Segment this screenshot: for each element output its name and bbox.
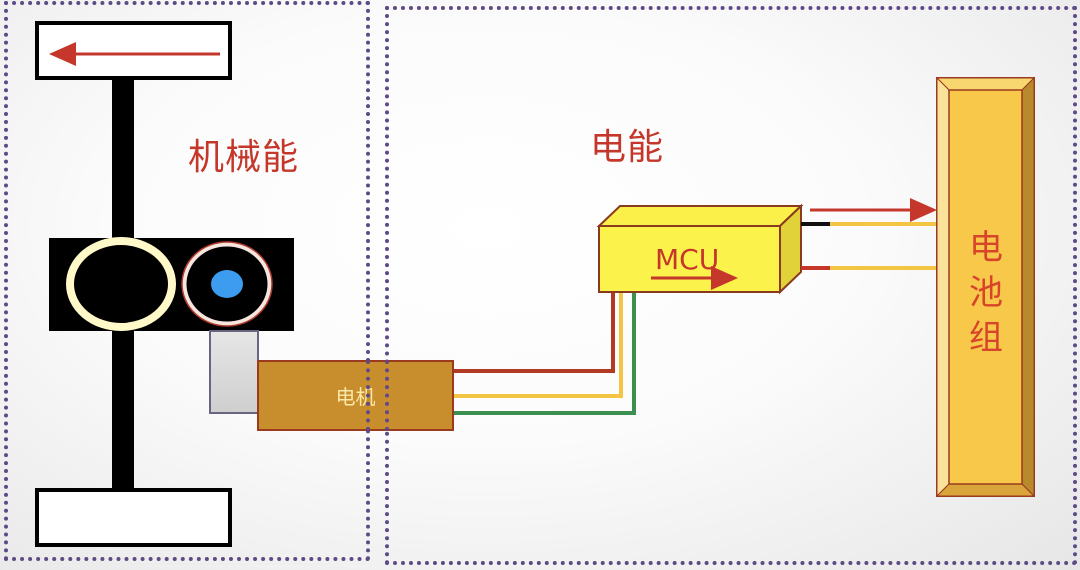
top-wheel [35,21,232,80]
mcu-to-motor-wires [454,290,636,415]
gear-hub [211,270,243,298]
battery-pack [935,76,1036,498]
mechanical-energy-label: 机械能 [188,137,300,178]
zone-divider-overlay [366,360,370,431]
battery-label: 电 池 组 [966,226,1006,361]
motor-coupler [209,330,259,414]
mcu-label: MCU [655,243,720,276]
battery-label-char: 电 [969,228,1003,268]
bottom-wheel [35,488,232,547]
electrical-energy-label: 电能 [590,127,665,168]
battery-label-char: 组 [969,318,1003,358]
large-gear [66,237,176,331]
mcu-box [596,203,804,295]
battery-label-char: 池 [969,273,1003,313]
mechanical-energy-zone [4,1,370,561]
mcu-to-battery-wires [801,222,948,270]
motor-block: 电机 [257,360,454,431]
zone-divider-overlay [385,360,389,431]
electrical-energy-zone [385,6,1077,565]
